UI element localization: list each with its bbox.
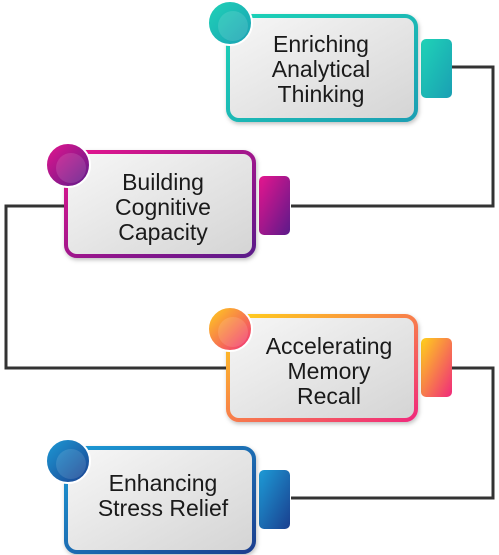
step-1-badge	[207, 0, 253, 46]
step-3-tab	[421, 338, 452, 397]
step-1-box	[226, 14, 418, 122]
step-4-badge	[45, 438, 91, 484]
connector-1-2	[291, 65, 495, 208]
step-3-box	[226, 314, 418, 422]
step-card-3	[207, 306, 452, 422]
step-3-badge	[207, 306, 253, 352]
step-2-label: Building Cognitive Capacity	[115, 168, 211, 245]
step-4-label: Enhancing Stress Relief	[97, 470, 229, 521]
connector-lines	[4, 65, 495, 500]
step-1-label: Enriching Analytical Thinking	[271, 30, 371, 107]
step-4-box	[64, 446, 256, 554]
step-card-4	[45, 438, 290, 554]
step-3-label: Accelerating Memory Recall	[265, 332, 393, 409]
step-2-badge	[45, 142, 91, 188]
connector-3-4	[291, 366, 495, 500]
step-2-box	[64, 150, 256, 258]
step-2-tab	[259, 176, 290, 235]
connector-2-3	[4, 204, 226, 370]
step-1-tab	[421, 39, 452, 98]
step-card-2	[45, 142, 290, 258]
step-card-1	[207, 0, 452, 122]
step-4-tab	[259, 470, 290, 529]
